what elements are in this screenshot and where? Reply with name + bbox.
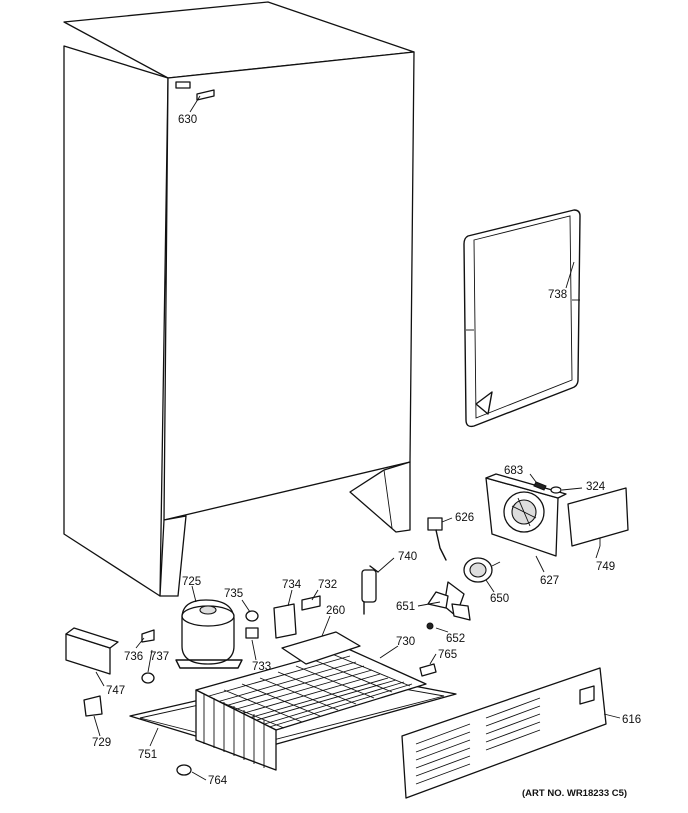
label-734: 734	[282, 579, 302, 591]
label-616: 616	[622, 714, 641, 726]
part-764-screw	[176, 764, 192, 776]
label-738: 738	[548, 289, 567, 301]
label-732: 732	[318, 579, 337, 591]
part-labels: 630 738 683 324 626 740 725 735 734 732 …	[92, 114, 641, 799]
part-260-drain-pan	[281, 631, 361, 665]
label-630: 630	[178, 114, 197, 126]
label-740: 740	[398, 551, 417, 563]
leader-lines	[93, 95, 621, 781]
label-747: 747	[106, 685, 125, 697]
label-683: 683	[504, 465, 523, 477]
part-725-compressor	[175, 599, 243, 669]
part-652-nut	[426, 622, 434, 630]
label-749: 749	[596, 561, 615, 573]
part-749-cover	[567, 487, 629, 547]
part-740-defrost-heater	[361, 565, 379, 615]
part-627-fan-shroud	[485, 473, 567, 557]
part-650-fan-motor	[463, 557, 501, 583]
label-729: 729	[92, 737, 111, 749]
part-736-clip	[141, 629, 155, 643]
label-260: 260	[326, 605, 345, 617]
art-number: (ART NO. WR18233 C5)	[522, 788, 627, 799]
label-725: 725	[182, 576, 201, 588]
label-751: 751	[138, 749, 157, 761]
part-730-condenser	[195, 647, 427, 771]
part-324-clip	[550, 486, 562, 494]
part-729-capacitor	[83, 695, 103, 717]
refrigerator-cabinet	[63, 1, 415, 597]
part-626-thermostat	[427, 517, 447, 561]
label-736: 736	[124, 651, 143, 663]
label-733: 733	[252, 661, 271, 673]
label-765: 765	[438, 649, 457, 661]
label-737: 737	[150, 651, 169, 663]
label-627: 627	[540, 575, 559, 587]
label-651: 651	[396, 601, 415, 613]
label-650: 650	[490, 593, 509, 605]
part-765-clip	[419, 663, 437, 677]
label-324: 324	[586, 481, 606, 493]
part-737-grommet	[141, 672, 155, 684]
part-732-bracket	[301, 595, 321, 611]
part-651-fan-blade	[427, 581, 471, 621]
label-626: 626	[455, 512, 474, 524]
label-764: 764	[208, 775, 228, 787]
part-734-bracket	[273, 603, 297, 639]
label-735: 735	[224, 588, 243, 600]
part-738-gasket	[463, 209, 581, 428]
part-616-grille	[401, 667, 607, 799]
label-730: 730	[396, 636, 415, 648]
part-733-relay	[245, 627, 259, 639]
part-683-screw	[533, 481, 547, 491]
part-735-grommet	[245, 610, 259, 622]
handle-bracket	[175, 81, 191, 89]
part-630-shape	[196, 89, 215, 101]
label-652: 652	[446, 633, 465, 645]
